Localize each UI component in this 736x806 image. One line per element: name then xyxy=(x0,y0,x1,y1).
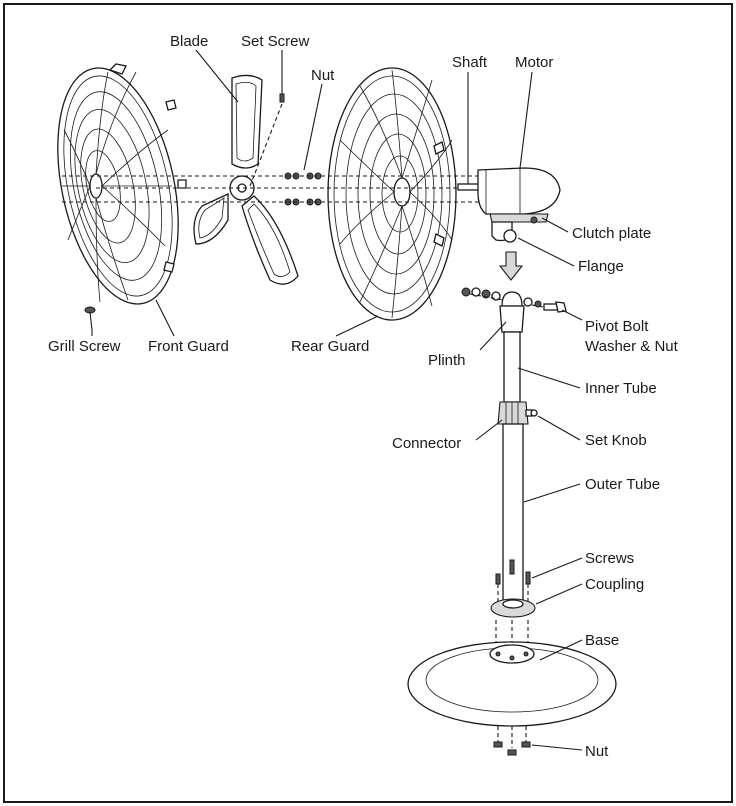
label-set-knob: Set Knob xyxy=(585,432,647,449)
label-base: Base xyxy=(585,632,619,649)
stand-assembly xyxy=(497,291,538,605)
nut-parts-top xyxy=(284,172,322,206)
label-washer-nut: Washer & Nut xyxy=(585,338,679,355)
leader-lines xyxy=(91,49,583,751)
label-inner-tube: Inner Tube xyxy=(585,380,657,397)
label-motor: Motor xyxy=(515,54,553,71)
label-shaft: Shaft xyxy=(452,54,488,71)
front-guard xyxy=(57,63,187,305)
label-outer-tube: Outer Tube xyxy=(585,476,660,493)
label-grill-screw: Grill Screw xyxy=(48,338,121,355)
assembly-arrow xyxy=(498,251,524,281)
grill-screw-part xyxy=(84,306,96,331)
label-blade: Blade xyxy=(170,33,208,50)
label-nut-bottom: Nut xyxy=(585,743,609,760)
nut-parts-bottom xyxy=(493,741,531,756)
set-screw-part xyxy=(249,92,285,187)
label-set-screw: Set Screw xyxy=(241,33,310,50)
label-front-guard: Front Guard xyxy=(148,338,229,355)
base-part xyxy=(407,641,617,748)
label-screws: Screws xyxy=(585,550,634,567)
fan-blade xyxy=(193,74,299,285)
diagram-frame xyxy=(3,3,733,803)
coupling-part xyxy=(490,598,536,646)
label-pivot-bolt: Pivot Bolt xyxy=(585,318,649,335)
label-coupling: Coupling xyxy=(585,576,644,593)
assembly-axis-lines xyxy=(62,175,480,203)
label-rear-guard: Rear Guard xyxy=(291,338,369,355)
label-connector: Connector xyxy=(392,435,461,452)
rear-guard xyxy=(327,67,457,321)
motor-part xyxy=(457,167,561,243)
label-plinth: Plinth xyxy=(428,352,466,369)
label-clutch-plate: Clutch plate xyxy=(572,225,651,242)
label-flange: Flange xyxy=(578,258,624,275)
screws-part xyxy=(495,559,531,602)
label-nut-top: Nut xyxy=(311,67,335,84)
